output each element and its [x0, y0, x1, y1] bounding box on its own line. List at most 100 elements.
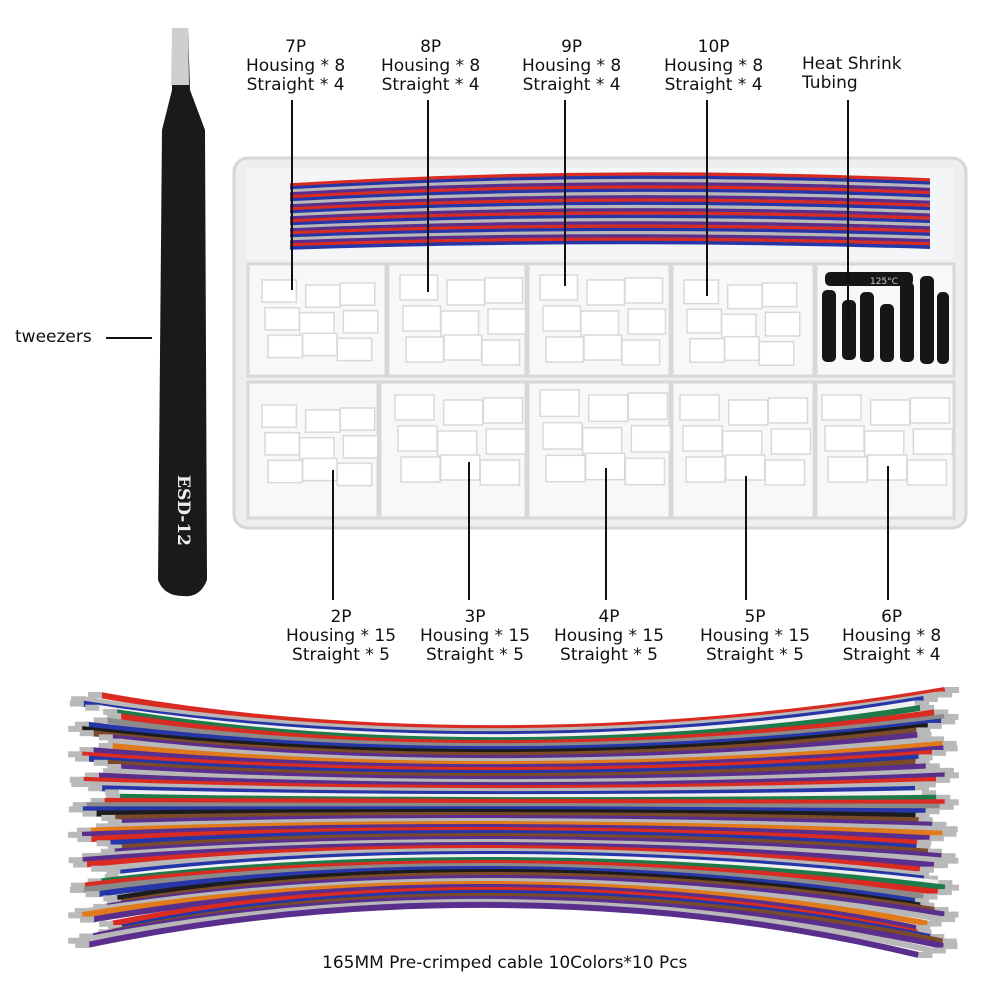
crimp-terminal: [930, 736, 945, 743]
crimp-terminal: [88, 785, 103, 792]
crimp-terminal: [941, 916, 956, 923]
crimp-terminal: [942, 938, 957, 945]
box-wire: [289, 172, 931, 187]
box-wire: [289, 208, 931, 220]
connector-housing: [298, 436, 335, 461]
crimp-terminal: [74, 755, 89, 762]
connector-housing: [339, 407, 376, 431]
crimp-terminal: [934, 907, 949, 914]
connector-housing: [764, 459, 806, 486]
box-wire: [289, 195, 931, 208]
label-line2: Tubing: [802, 73, 858, 93]
label-size: 3P: [464, 607, 486, 627]
label-straight: Straight * 4: [381, 75, 480, 95]
crimp-terminal: [101, 814, 116, 821]
label-straight: Straight * 5: [292, 645, 390, 665]
crimp-terminal: [917, 839, 932, 846]
cable-wire: [84, 802, 940, 810]
label-5p: 5P Housing * 15 Straight * 5: [700, 608, 810, 665]
connector-housing: [342, 309, 379, 334]
crimp-terminal: [916, 727, 931, 734]
connector-housing: [301, 332, 338, 357]
box-wire: [289, 221, 931, 232]
connector-housing: [770, 428, 812, 455]
crimp-terminal: [931, 947, 946, 954]
crimp-terminal: [939, 803, 954, 810]
label-housing: Housing * 8: [664, 56, 764, 76]
label-line1: Heat Shrink: [802, 54, 902, 74]
connector-housing: [587, 394, 629, 423]
connector-housing: [863, 430, 905, 457]
connector-housing: [405, 336, 445, 363]
tweezers-marking: ESD-12: [173, 475, 193, 546]
crimp-terminal: [934, 709, 949, 716]
label-size: 5P: [744, 607, 766, 627]
connector-housing: [304, 284, 341, 308]
crimp-terminal: [927, 920, 942, 927]
connector-housing: [583, 334, 623, 361]
heat-shrink-marking: 125°C: [870, 277, 898, 287]
crimp-terminal: [932, 821, 947, 828]
crimp-terminal: [944, 772, 959, 779]
crimp-terminal: [943, 943, 958, 950]
connector-housing: [580, 310, 620, 337]
connector-housing: [869, 399, 911, 426]
connector-housing: [539, 389, 580, 418]
cable-wire: [82, 859, 939, 896]
crimp-terminal: [90, 797, 105, 804]
label-housing: Housing * 8: [246, 56, 346, 76]
label-straight: Straight * 4: [246, 75, 345, 95]
connector-housing: [339, 282, 376, 306]
connector-housing: [720, 313, 757, 339]
crimp-terminal: [944, 857, 959, 864]
crimp-terminal: [68, 725, 83, 732]
connector-housing: [336, 337, 373, 362]
crimp-terminal: [68, 912, 83, 919]
connector-housing: [761, 282, 798, 308]
connector-housing: [689, 337, 726, 364]
crimp-terminal: [107, 738, 122, 745]
cable-wire: [79, 898, 933, 954]
crimp-terminal: [79, 730, 94, 737]
label-7p: 7P Housing * 8 Straight * 4: [246, 38, 345, 95]
label-housing: Housing * 15: [420, 626, 531, 646]
connector-housing: [686, 308, 723, 334]
pointer-line: [745, 476, 747, 600]
label-housing: Housing * 15: [286, 626, 397, 646]
crimp-terminal: [107, 844, 122, 851]
connector-housing: [824, 425, 865, 452]
crimp-terminal: [915, 758, 930, 765]
cable-wire: [86, 877, 942, 923]
pointer-line: [564, 100, 566, 286]
label-3p: 3P Housing * 15 Straight * 5: [420, 608, 530, 665]
connector-housing: [439, 454, 481, 481]
crimp-terminal: [917, 929, 932, 936]
crimp-terminal: [74, 908, 89, 915]
label-heat-shrink: Heat Shrink Tubing: [802, 55, 902, 93]
connector-housing: [627, 392, 669, 421]
connector-housing: [726, 284, 763, 310]
connector-housing: [261, 404, 298, 428]
crimp-terminal: [945, 687, 959, 693]
cable-wire: [93, 839, 945, 864]
crimp-terminal: [928, 848, 943, 855]
connector-housing: [442, 399, 484, 426]
connector-housing: [487, 308, 527, 335]
connector-housing: [682, 425, 723, 452]
connector-housing: [721, 430, 763, 457]
connector-housing: [624, 277, 664, 304]
connector-housing: [342, 434, 379, 459]
box-wire: [289, 191, 931, 205]
crimp-terminal: [923, 695, 938, 702]
label-housing: Housing * 15: [700, 626, 811, 646]
cable-wire: [110, 740, 943, 768]
box-wire: [289, 217, 931, 229]
crimp-terminal: [939, 767, 954, 774]
box-wire-bundle: [289, 172, 931, 250]
crimp-terminal: [921, 781, 936, 788]
connector-housing: [264, 306, 301, 331]
pointer-line: [847, 100, 849, 322]
crimp-terminal: [71, 696, 86, 703]
crimp-terminal: [944, 799, 959, 806]
label-straight: Straight * 4: [522, 75, 621, 95]
